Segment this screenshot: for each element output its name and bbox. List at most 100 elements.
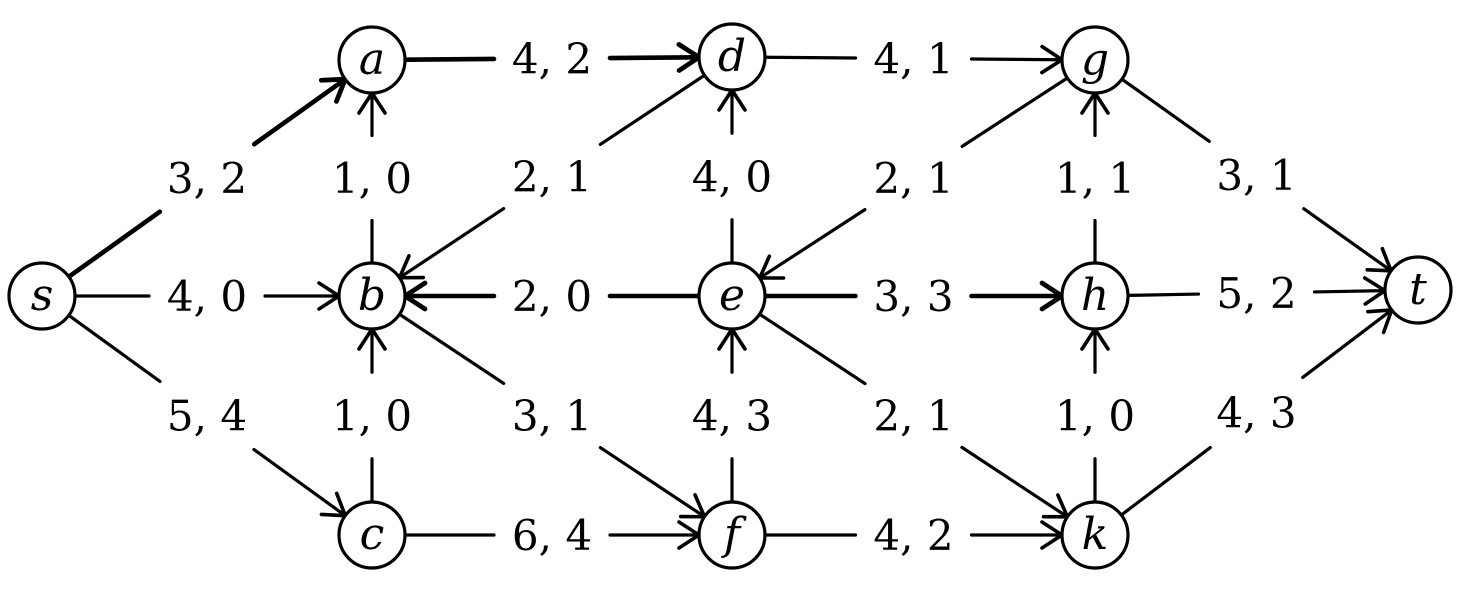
edge-label: 4, 2	[512, 35, 592, 84]
edge-line-end	[969, 57, 1064, 62]
edge-label: 4, 0	[692, 153, 772, 202]
edge-label: 2, 1	[873, 392, 953, 441]
edge-label: 4, 3	[1216, 389, 1296, 438]
edge-line-end	[758, 208, 867, 280]
nodes-layer: s a b c d e f g h k t	[7, 22, 1453, 570]
edge-line-start	[960, 76, 1069, 148]
edge-s-b: 4, 0	[73, 272, 341, 321]
node-circle	[697, 261, 767, 331]
edge-e-d: 4, 0	[692, 88, 772, 265]
edge-e-b: 2, 0	[402, 272, 702, 321]
edge-f-k: 4, 2	[763, 511, 1064, 560]
edge-label: 4, 3	[692, 392, 772, 441]
edge-line-end	[598, 445, 707, 519]
node-c: c	[337, 500, 407, 570]
node-circle	[1060, 25, 1130, 95]
edge-label: 3, 3	[873, 272, 953, 321]
edge-label: 4, 1	[873, 35, 953, 84]
node-label: c	[360, 509, 385, 560]
edge-h-g: 1, 1	[1055, 91, 1135, 265]
node-label: d	[718, 31, 746, 82]
edge-g-e: 2, 1	[757, 76, 1069, 280]
node-a: a	[337, 25, 407, 95]
node-label: k	[1082, 509, 1109, 560]
edge-line-start	[67, 313, 162, 384]
node-circle	[337, 25, 407, 95]
edge-line-start	[402, 56, 497, 63]
edge-line-end	[397, 206, 506, 280]
edge-line-end	[1301, 308, 1394, 380]
edge-label: 1, 0	[332, 392, 412, 441]
node-circle	[7, 261, 77, 331]
node-circle	[1060, 500, 1130, 570]
node-label: t	[1409, 264, 1427, 315]
edges-layer: 3, 2 4, 0 5, 4 1, 0 1, 0 4, 2 2, 1 2, 0 3, 1 6, 4…	[66, 35, 1394, 560]
node-circle	[337, 261, 407, 331]
node-b: b	[337, 261, 407, 331]
edge-c-f: 6, 4	[403, 511, 701, 560]
edge-label: 3, 1	[1216, 151, 1296, 200]
edge-k-h: 1, 0	[1055, 327, 1135, 504]
edge-line-start	[1126, 292, 1201, 297]
node-label: e	[719, 270, 745, 321]
edge-label: 2, 1	[512, 153, 592, 202]
edge-line-start	[66, 209, 163, 280]
edge-label: 2, 0	[512, 272, 592, 321]
edge-e-h: 3, 3	[762, 272, 1065, 321]
edge-d-b: 2, 1	[397, 73, 707, 280]
edge-label: 1, 0	[1055, 392, 1135, 441]
edge-e-k: 2, 1	[757, 312, 1070, 519]
node-s: s	[7, 261, 77, 331]
edge-line-end	[1312, 289, 1387, 294]
edge-c-b: 1, 0	[332, 327, 412, 504]
edge-line-end	[251, 76, 348, 147]
node-circle	[337, 500, 407, 570]
edge-label: 6, 4	[512, 511, 592, 560]
edge-b-f: 3, 1	[397, 312, 707, 519]
edge-line-start	[1120, 77, 1211, 143]
edge-s-c: 5, 4	[67, 313, 348, 518]
edge-f-e: 4, 3	[692, 327, 772, 504]
node-circle	[1383, 255, 1453, 325]
node-label: a	[359, 34, 385, 85]
node-e: e	[697, 261, 767, 331]
edge-label: 3, 2	[167, 154, 247, 203]
node-circle	[697, 22, 767, 92]
node-d: d	[697, 22, 767, 92]
node-label: b	[358, 270, 386, 321]
node-h: h	[1060, 261, 1130, 331]
edge-line-end	[960, 445, 1070, 519]
edge-b-a: 1, 0	[332, 91, 412, 265]
edge-label: 5, 4	[167, 392, 247, 441]
node-g: g	[1060, 25, 1130, 95]
edge-line-end	[607, 54, 702, 61]
edge-label: 2, 1	[873, 154, 953, 203]
edge-d-g: 4, 1	[763, 35, 1064, 84]
edge-label: 4, 0	[167, 272, 247, 321]
edge-line-start	[757, 312, 867, 386]
edge-label: 1, 0	[332, 154, 412, 203]
node-circle	[1060, 261, 1130, 331]
edge-label: 1, 1	[1055, 154, 1135, 203]
node-f: f	[697, 500, 767, 570]
node-label: g	[1081, 34, 1109, 85]
edge-line-start	[1119, 445, 1212, 517]
edge-s-a: 3, 2	[66, 76, 348, 280]
node-label: h	[1081, 270, 1109, 321]
node-t: t	[1383, 255, 1453, 325]
edge-line-end	[252, 447, 347, 518]
edge-label: 5, 2	[1216, 269, 1296, 318]
node-label: s	[31, 270, 54, 321]
edge-a-d: 4, 2	[402, 35, 702, 84]
edge-line-start	[763, 55, 858, 60]
edge-h-t: 5, 2	[1126, 269, 1387, 318]
edge-line-end	[1302, 207, 1393, 273]
edge-line-start	[598, 73, 707, 147]
edge-k-t: 4, 3	[1119, 308, 1394, 517]
node-circle	[697, 500, 767, 570]
edge-line-start	[397, 312, 506, 386]
node-k: k	[1060, 500, 1130, 570]
edge-label: 3, 1	[512, 392, 592, 441]
edge-label: 4, 2	[873, 511, 953, 560]
